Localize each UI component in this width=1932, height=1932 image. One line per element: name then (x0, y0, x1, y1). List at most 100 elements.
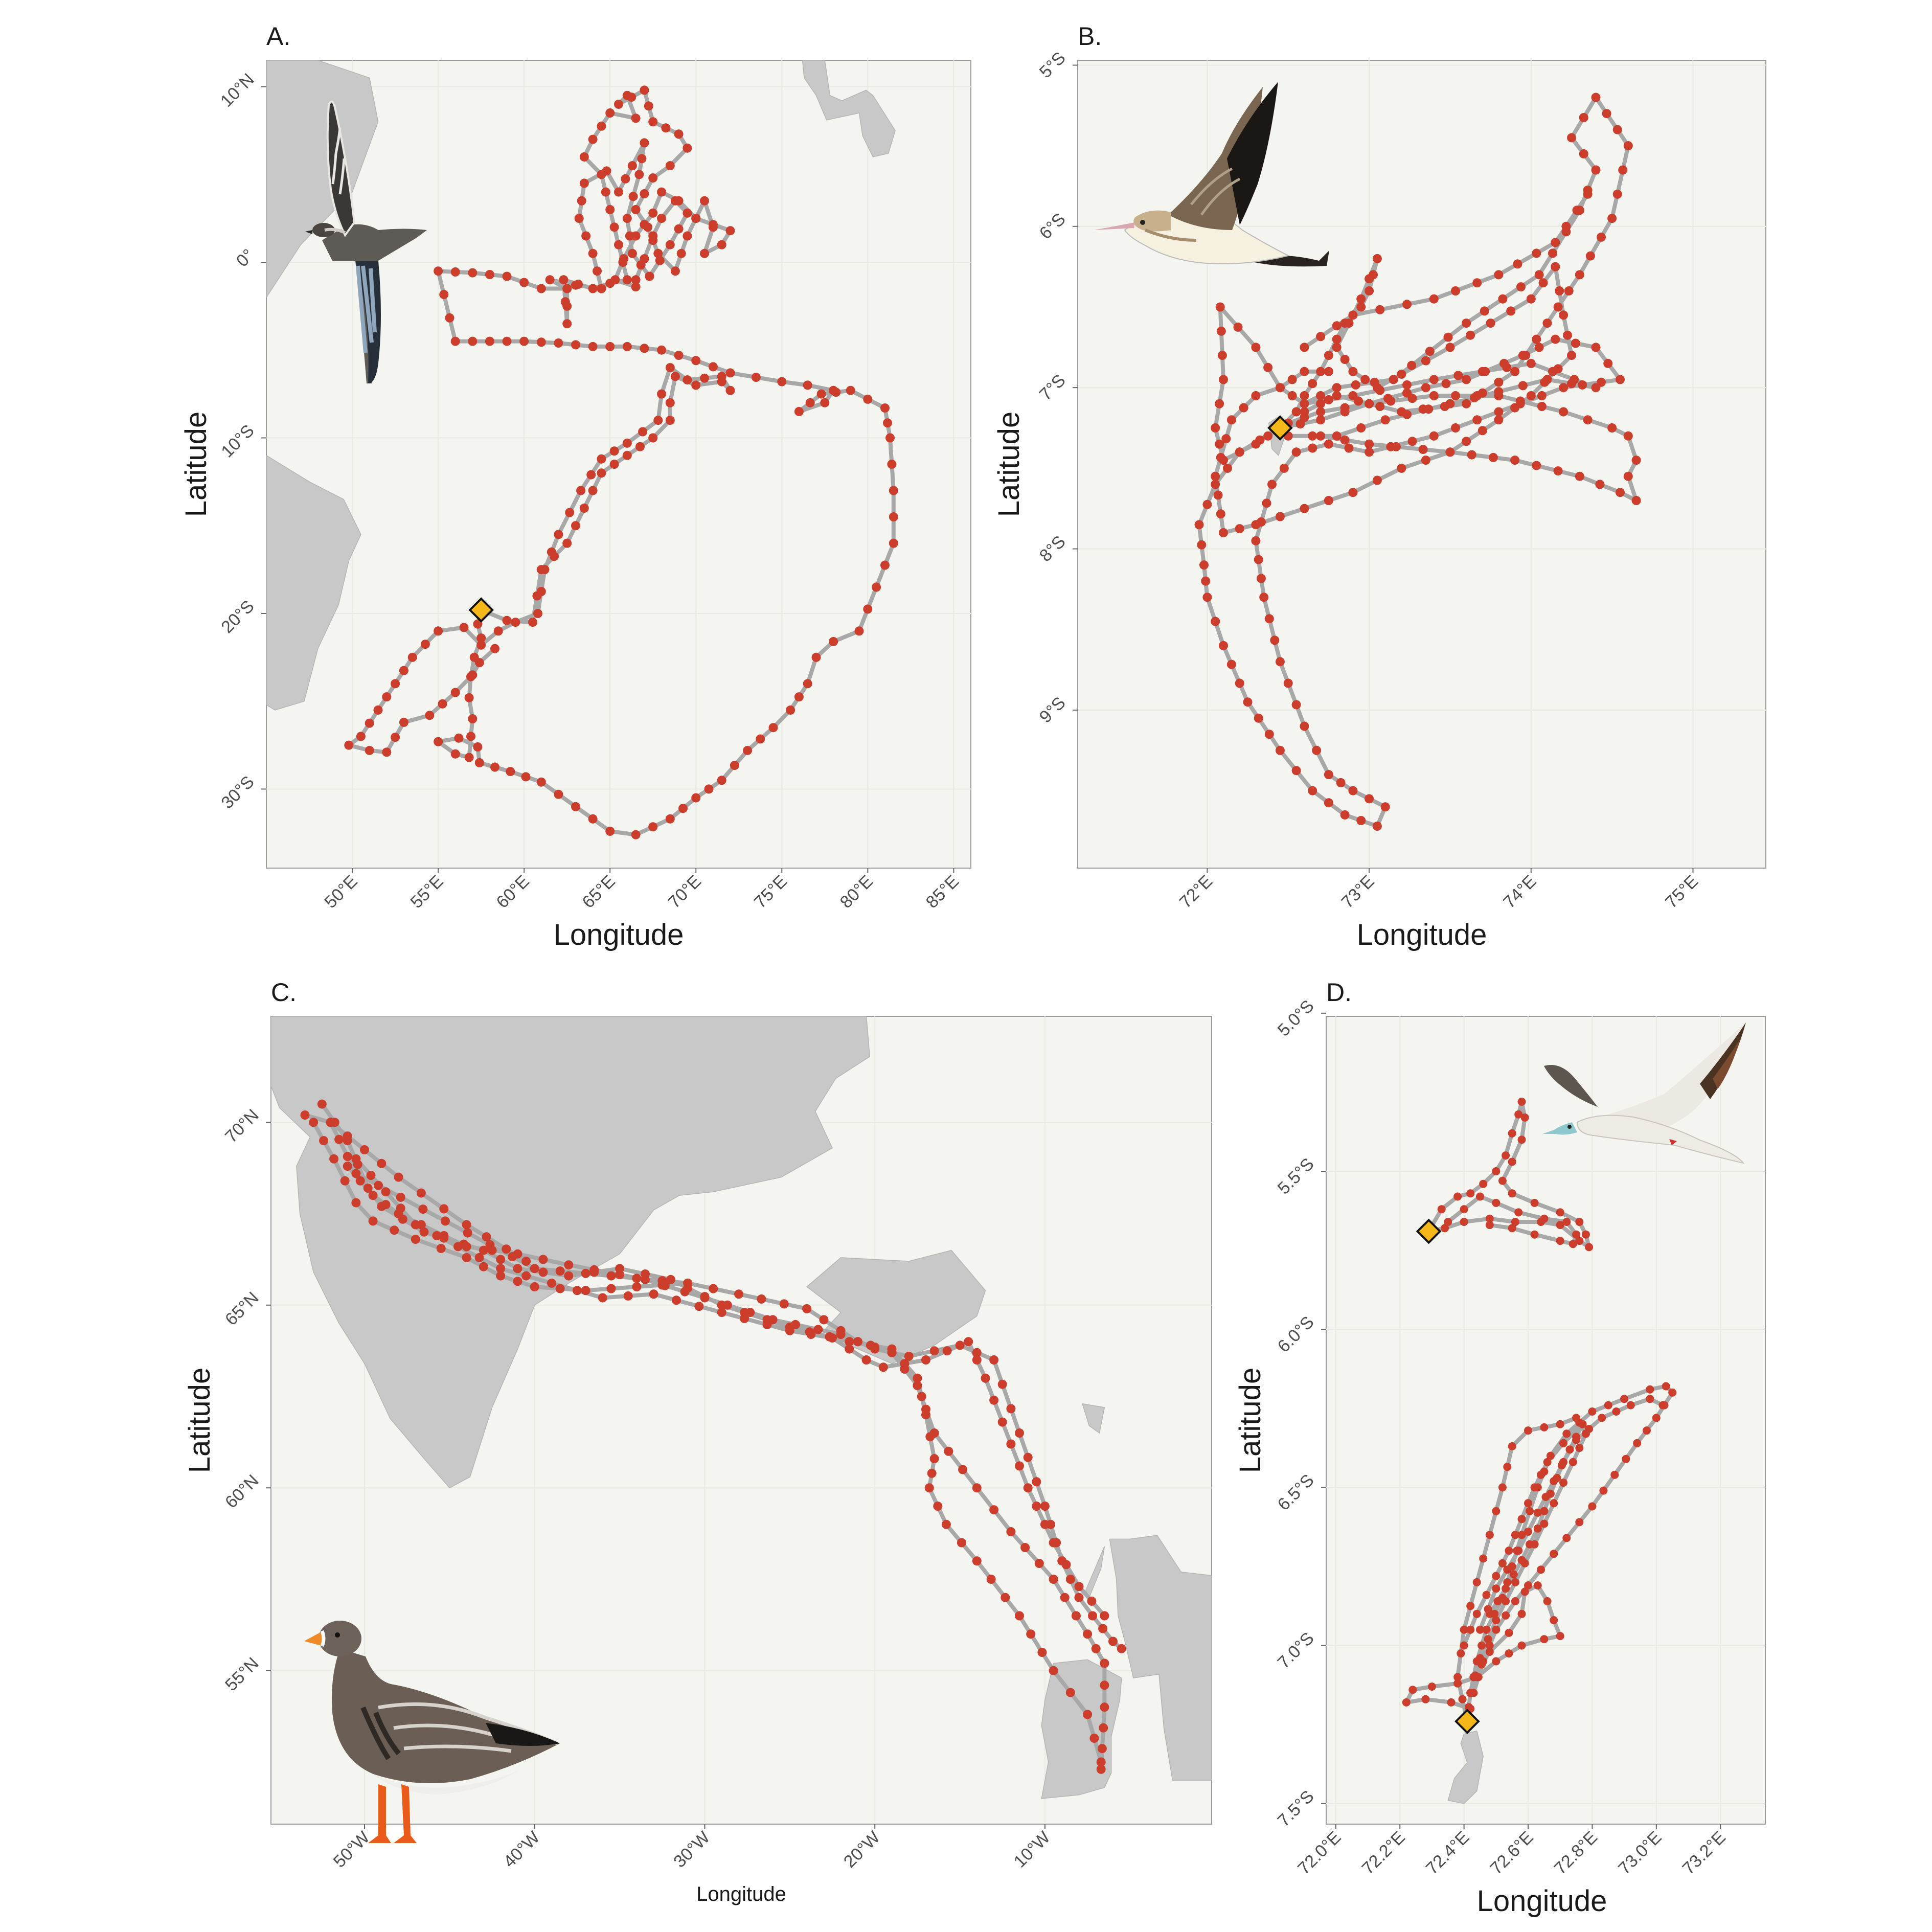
location-fix (588, 134, 598, 144)
location-fix (1088, 1611, 1098, 1621)
location-fix (1263, 362, 1273, 372)
location-fix (665, 416, 675, 425)
panel-d-colony-markers (1416, 1218, 1480, 1734)
location-fix (638, 427, 648, 437)
location-fix (1365, 439, 1374, 449)
location-fix (547, 1278, 556, 1288)
location-fix (730, 761, 739, 770)
location-fix (1324, 439, 1333, 449)
location-fix (476, 633, 486, 643)
location-fix (344, 740, 354, 750)
location-fix (1556, 1208, 1564, 1217)
location-fix (502, 336, 512, 346)
land-polygon (1109, 1535, 1212, 1781)
location-fix (1516, 282, 1526, 292)
location-fix (1572, 1414, 1581, 1422)
location-fix (1100, 1611, 1109, 1621)
location-fix (1219, 456, 1228, 465)
location-fix (653, 416, 663, 425)
location-fix (1492, 1584, 1501, 1593)
location-fix (434, 626, 443, 636)
colony-marker (1416, 1218, 1442, 1244)
location-fix (1254, 555, 1263, 564)
location-fix (506, 767, 515, 777)
location-fix (394, 1172, 403, 1182)
location-fix (863, 604, 873, 614)
location-fix (1540, 1214, 1549, 1223)
location-fix (1578, 1420, 1587, 1428)
location-fix (1466, 1189, 1475, 1198)
panel-b-y-axis-title: Latitude (992, 412, 1026, 517)
location-fix (634, 170, 644, 179)
location-fix (717, 776, 726, 785)
location-fix (459, 623, 469, 632)
location-fix (1524, 1499, 1532, 1508)
location-fix (972, 1355, 982, 1365)
location-fix (586, 470, 596, 480)
location-fix (536, 587, 546, 596)
location-fix (1444, 1218, 1452, 1226)
location-fix (538, 1267, 548, 1277)
location-fix (1478, 367, 1487, 376)
x-tick-label: 65°E (579, 872, 619, 912)
location-fix (614, 187, 623, 197)
location-fix (1612, 1407, 1621, 1416)
location-fix (1421, 456, 1430, 465)
location-fix (691, 356, 701, 366)
panel-a-colony-markers (468, 597, 494, 623)
location-fix (648, 822, 658, 832)
location-fix (581, 231, 591, 241)
location-fix (819, 1315, 829, 1325)
location-fix (1275, 745, 1285, 755)
location-fix (496, 1271, 506, 1281)
location-fix (547, 547, 556, 557)
location-fix (1332, 343, 1342, 352)
location-fix (861, 1355, 871, 1365)
location-fix (1505, 1628, 1513, 1637)
location-fix (343, 1152, 352, 1162)
land-polygon (1082, 1403, 1105, 1434)
location-fix (468, 714, 478, 723)
location-fix (790, 1320, 800, 1329)
location-fix (319, 1136, 329, 1146)
location-fix (1550, 1499, 1558, 1508)
location-fix (1199, 560, 1209, 570)
location-fix (1559, 1479, 1567, 1487)
location-fix (1511, 1578, 1519, 1586)
panel-c-x-axis-title: Longitude (696, 1883, 786, 1905)
location-fix (1553, 302, 1563, 312)
location-fix (1254, 713, 1263, 723)
location-fix (1256, 517, 1266, 527)
location-fix (941, 1519, 951, 1529)
location-fix (1460, 1625, 1468, 1634)
location-fix (1375, 305, 1385, 314)
location-fix (743, 745, 753, 755)
location-fix (1275, 657, 1285, 667)
location-fix (1034, 1559, 1044, 1568)
location-fix (528, 618, 537, 627)
location-fix (1340, 355, 1350, 364)
location-fix (1074, 1582, 1084, 1592)
location-fix (709, 1284, 718, 1293)
track-line (1426, 1100, 1592, 1249)
location-fix (929, 1346, 939, 1356)
location-fix (391, 679, 400, 689)
x-tick-label: 40°W (499, 1828, 543, 1872)
panel-a-landmass (266, 60, 896, 711)
location-fix (1540, 1423, 1549, 1431)
location-fix (955, 1340, 965, 1350)
location-fix (700, 196, 709, 206)
location-fix (605, 342, 615, 351)
location-fix (1578, 380, 1587, 390)
location-fix (1032, 1502, 1041, 1511)
y-tick-label: 70°N (221, 1105, 263, 1147)
location-fix (560, 297, 570, 307)
x-tick-label: 72.4°E (1422, 1828, 1473, 1878)
location-fix (597, 454, 606, 464)
location-fix (1537, 1565, 1545, 1574)
location-fix (1324, 395, 1333, 404)
location-fix (601, 187, 610, 197)
location-fix (1575, 1237, 1584, 1245)
location-fix (420, 640, 430, 649)
